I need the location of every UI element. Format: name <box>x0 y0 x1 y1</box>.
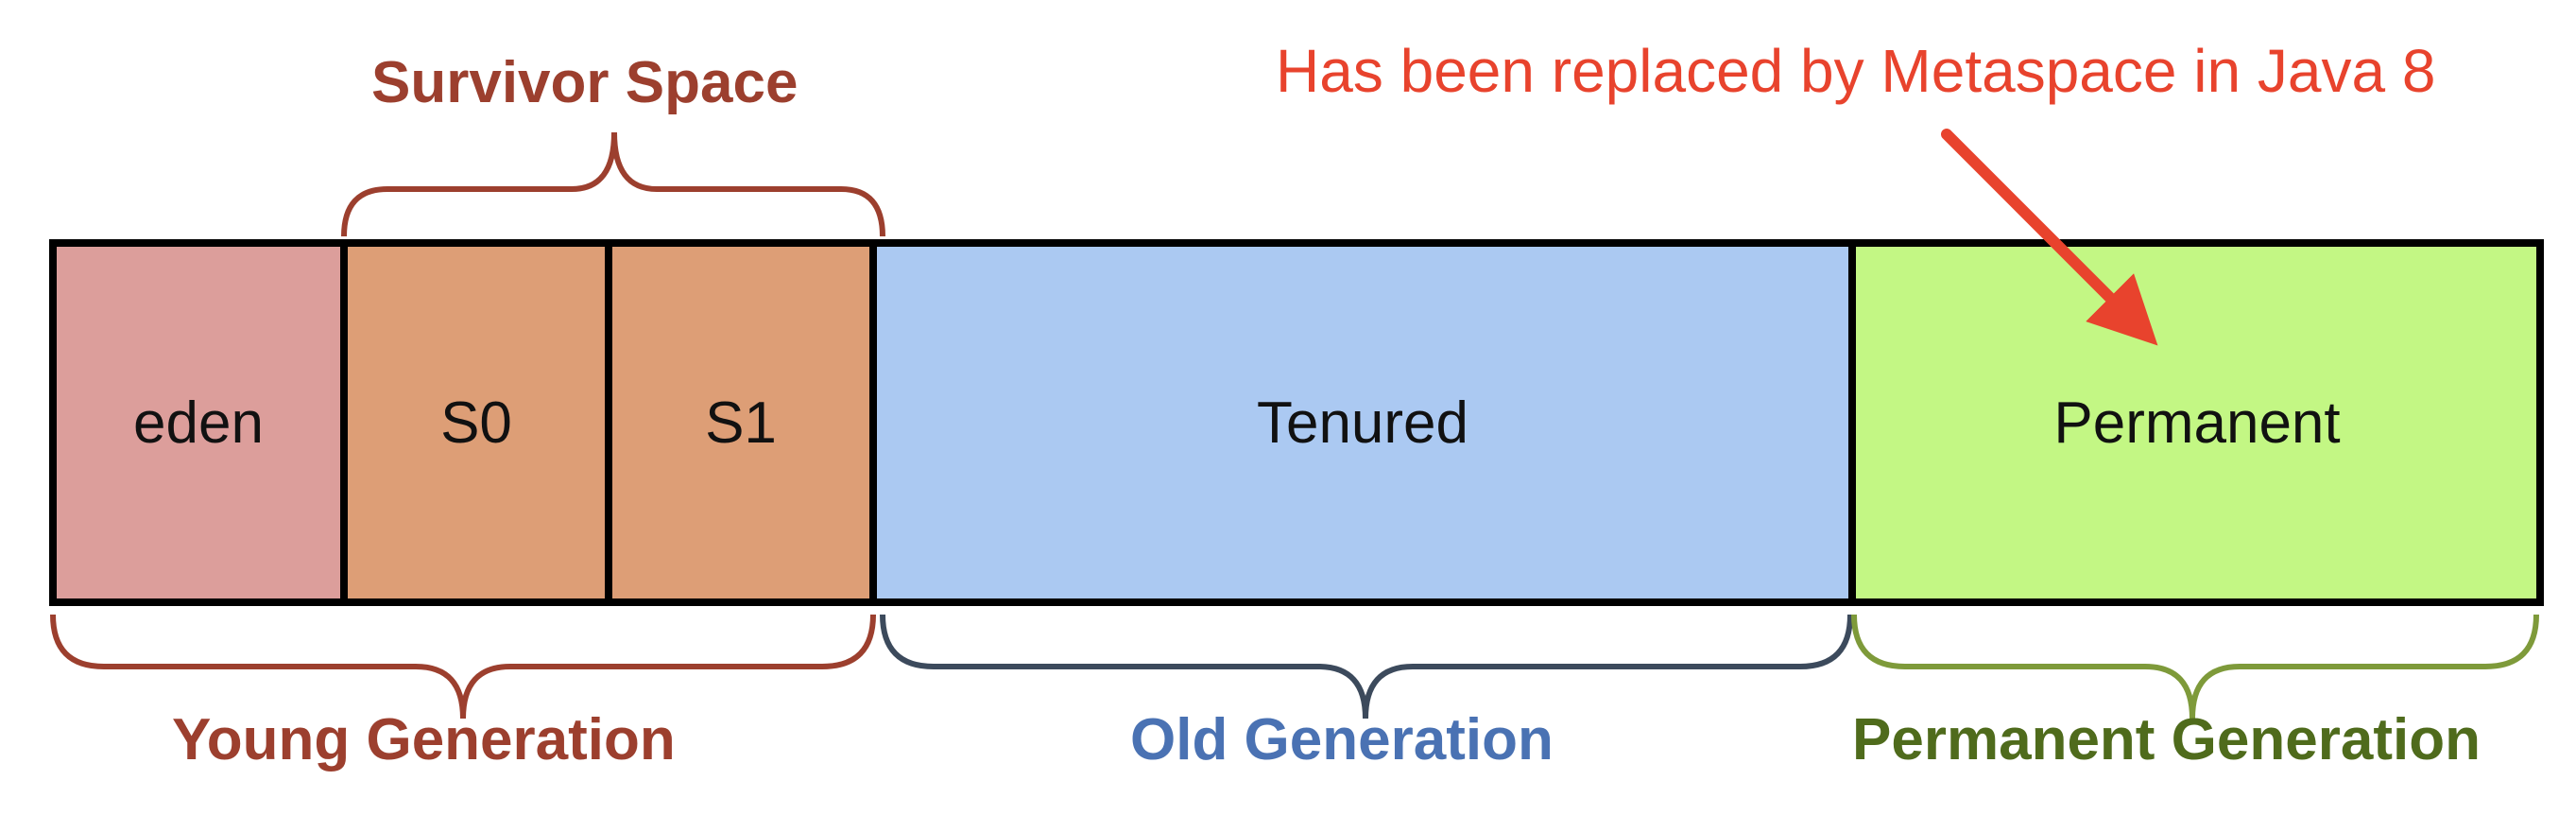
permanent-label: Permanent <box>2053 390 2341 456</box>
border-s1-tenured <box>869 239 877 606</box>
heap-bar-bottom-border <box>49 598 2544 606</box>
survivor-space-brace <box>341 131 885 237</box>
old-generation-brace <box>880 614 1853 720</box>
eden-label: eden <box>133 390 264 456</box>
s1-label: S1 <box>705 390 777 456</box>
young-generation-brace <box>50 614 876 720</box>
border-right <box>2536 239 2544 606</box>
permanent-segment: Permanent <box>1852 242 2542 603</box>
young-generation-label: Young Generation <box>172 707 676 772</box>
survivor-space-label: Survivor Space <box>371 50 799 115</box>
border-eden-s0 <box>340 239 348 606</box>
heap-bar-top-border <box>49 239 2544 247</box>
annotation-arrow <box>1941 129 2158 346</box>
s0-segment: S0 <box>344 242 609 603</box>
tenured-label: Tenured <box>1256 390 1469 456</box>
old-generation-label: Old Generation <box>1130 707 1554 772</box>
s0-label: S0 <box>440 390 512 456</box>
eden-segment: eden <box>53 242 344 603</box>
border-tenured-permanent <box>1848 239 1856 606</box>
s1-segment: S1 <box>609 242 873 603</box>
permanent-generation-label: Permanent Generation <box>1852 707 2481 772</box>
tenured-segment: Tenured <box>873 242 1852 603</box>
border-left <box>49 239 57 606</box>
metaspace-annotation: Has been replaced by Metaspace in Java 8 <box>1276 37 2436 105</box>
border-s0-s1 <box>605 239 612 606</box>
permanent-generation-brace <box>1851 614 2539 720</box>
